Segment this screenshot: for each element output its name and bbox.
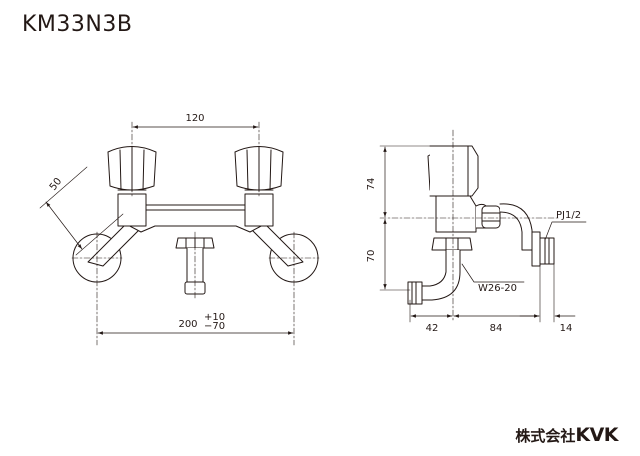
side-lower-nut	[431, 237, 473, 251]
dim-text-angle: 50	[48, 176, 65, 193]
label-pipe-thread: PJ1/2	[556, 210, 581, 221]
dim-text-thread-len: 14	[560, 323, 573, 334]
right-handle-rib	[246, 149, 249, 191]
side-wall-elbow	[499, 203, 533, 251]
side-outlet-nut	[481, 205, 501, 229]
left-handle-rib	[119, 149, 122, 191]
dim-text-upper-height: 74	[366, 178, 377, 191]
left-valve-neck	[117, 193, 147, 227]
side-spout	[417, 249, 461, 301]
dim-text-body-depth: 84	[490, 323, 503, 334]
dim-text-tol-minus: −70	[204, 321, 225, 332]
left-elbow-arm	[87, 223, 140, 267]
brand-name: KVK	[575, 424, 618, 446]
dim-line-angle	[45, 201, 83, 250]
front-view	[39, 121, 320, 346]
side-view	[379, 129, 587, 323]
side-wall-thread	[539, 237, 555, 265]
dim-text-spout-depth: 42	[426, 323, 439, 334]
dim-text-tol-plus: +10	[204, 312, 225, 323]
model-title: KM33N3B	[22, 12, 133, 37]
dim-text-width-top: 120	[185, 113, 204, 124]
brand-logo: 株式会社KVK	[515, 424, 618, 446]
label-hose-thread: W26-20	[478, 283, 517, 294]
front-main-body	[125, 204, 266, 233]
dim-text-lower-height: 70	[366, 250, 377, 263]
side-valve-body	[435, 195, 477, 233]
leader-hose-thread	[461, 263, 525, 283]
leader-pipe-thread	[544, 221, 587, 241]
brand-prefix: 株式会社	[515, 427, 576, 445]
right-handle-rib	[269, 149, 272, 191]
side-wall-flange	[531, 231, 541, 267]
side-handle-outline	[429, 145, 479, 197]
dim-text-width-bottom: 200	[178, 319, 197, 330]
right-valve-neck	[244, 193, 274, 227]
left-handle-rib	[142, 149, 145, 191]
right-elbow-arm	[251, 223, 304, 267]
